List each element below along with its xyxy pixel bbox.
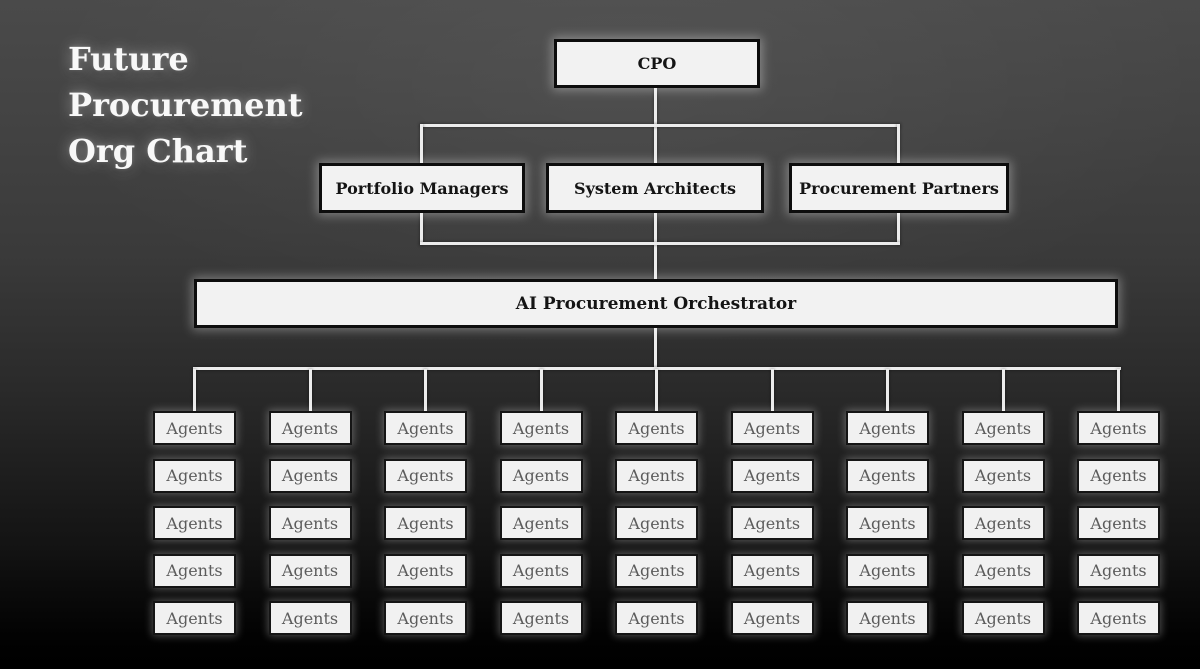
agents-row: Agents Agents Agents Agents Agents Agents Agen… (153, 553, 1160, 588)
org-node-agent: Agents (615, 411, 698, 445)
connector-line-ring-top (420, 124, 900, 127)
org-node-agent: Agents (730, 506, 814, 540)
org-node-portfolio-managers: Portfolio Managers (319, 163, 525, 213)
org-node-agent: Agents (615, 553, 698, 588)
org-node-agent: Agents (1077, 553, 1160, 588)
org-node-agent: Agents (961, 506, 1045, 540)
org-node-agent: Agents (615, 601, 698, 635)
org-node-agent: Agents (384, 553, 467, 588)
org-node-system-architects: System Architects (546, 163, 764, 213)
org-node-agent: Agents (1077, 411, 1160, 445)
connector-line-ring-bottom (420, 242, 900, 245)
connector-line-agents-bus (193, 367, 1121, 370)
agents-row: Agents Agents Agents Agents Agents Agents Agen… (153, 506, 1160, 540)
org-node-agent: Agents (153, 553, 236, 588)
connector-line-orchestrator-drop (654, 328, 657, 370)
org-node-agent: Agents (846, 506, 929, 540)
connector-line-agent-drop (193, 369, 196, 412)
org-node-agent: Agents (846, 411, 929, 445)
agents-row: Agents Agents Agents Agents Agents Agents Agen… (153, 411, 1160, 445)
org-node-procurement-partners: Procurement Partners (789, 163, 1009, 213)
slide-title: Future Procurement Org Chart (68, 40, 303, 170)
org-node-agent: Agents (730, 458, 814, 493)
org-node-agent: Agents (961, 458, 1045, 493)
connector-line-agent-drop (424, 369, 427, 412)
org-node-agent: Agents (268, 601, 352, 635)
org-node-agent: Agents (615, 506, 698, 540)
org-node-agent: Agents (846, 458, 929, 493)
org-node-agent: Agents (153, 411, 236, 445)
org-node-cpo: CPO (554, 39, 760, 88)
org-node-agent: Agents (961, 553, 1045, 588)
org-node-agent: Agents (268, 411, 352, 445)
org-node-agent: Agents (499, 553, 583, 588)
org-node-agent: Agents (961, 601, 1045, 635)
connector-line-agent-drop (655, 369, 658, 412)
org-node-agent: Agents (268, 506, 352, 540)
org-node-agent: Agents (846, 553, 929, 588)
org-node-agent: Agents (153, 601, 236, 635)
org-node-agent: Agents (499, 506, 583, 540)
org-node-agent: Agents (1077, 506, 1160, 540)
connector-line-agent-drop (308, 369, 312, 412)
org-node-agent: Agents (384, 506, 467, 540)
org-node-agent: Agents (1077, 458, 1160, 493)
org-node-agent: Agents (384, 411, 467, 445)
org-node-agent: Agents (268, 553, 352, 588)
org-node-ai-procurement-orchestrator: AI Procurement Orchestrator (194, 279, 1118, 328)
org-node-agent: Agents (384, 458, 467, 493)
org-node-agent: Agents (268, 458, 352, 493)
org-node-agent: Agents (384, 601, 467, 635)
org-node-agent: Agents (1077, 601, 1160, 635)
org-node-agent: Agents (846, 601, 929, 635)
org-node-agent: Agents (499, 458, 583, 493)
connector-line-agent-drop (1001, 369, 1005, 412)
org-node-agent: Agents (499, 411, 583, 445)
connector-line-agent-drop (886, 369, 889, 412)
connector-line-agent-drop (770, 369, 774, 412)
org-node-agent: Agents (615, 458, 698, 493)
org-node-agent: Agents (153, 506, 236, 540)
agents-row: Agents Agents Agents Agents Agents Agents Agen… (153, 458, 1160, 493)
org-node-agent: Agents (153, 458, 236, 493)
org-node-agent: Agents (961, 411, 1045, 445)
org-node-agent: Agents (730, 553, 814, 588)
connector-line-agent-drop (539, 369, 543, 412)
org-node-agent: Agents (499, 601, 583, 635)
org-node-agent: Agents (730, 601, 814, 635)
agents-row: Agents Agents Agents Agents Agents Agents Agen… (153, 601, 1160, 635)
org-node-agent: Agents (730, 411, 814, 445)
connector-line-agent-drop (1117, 369, 1120, 412)
